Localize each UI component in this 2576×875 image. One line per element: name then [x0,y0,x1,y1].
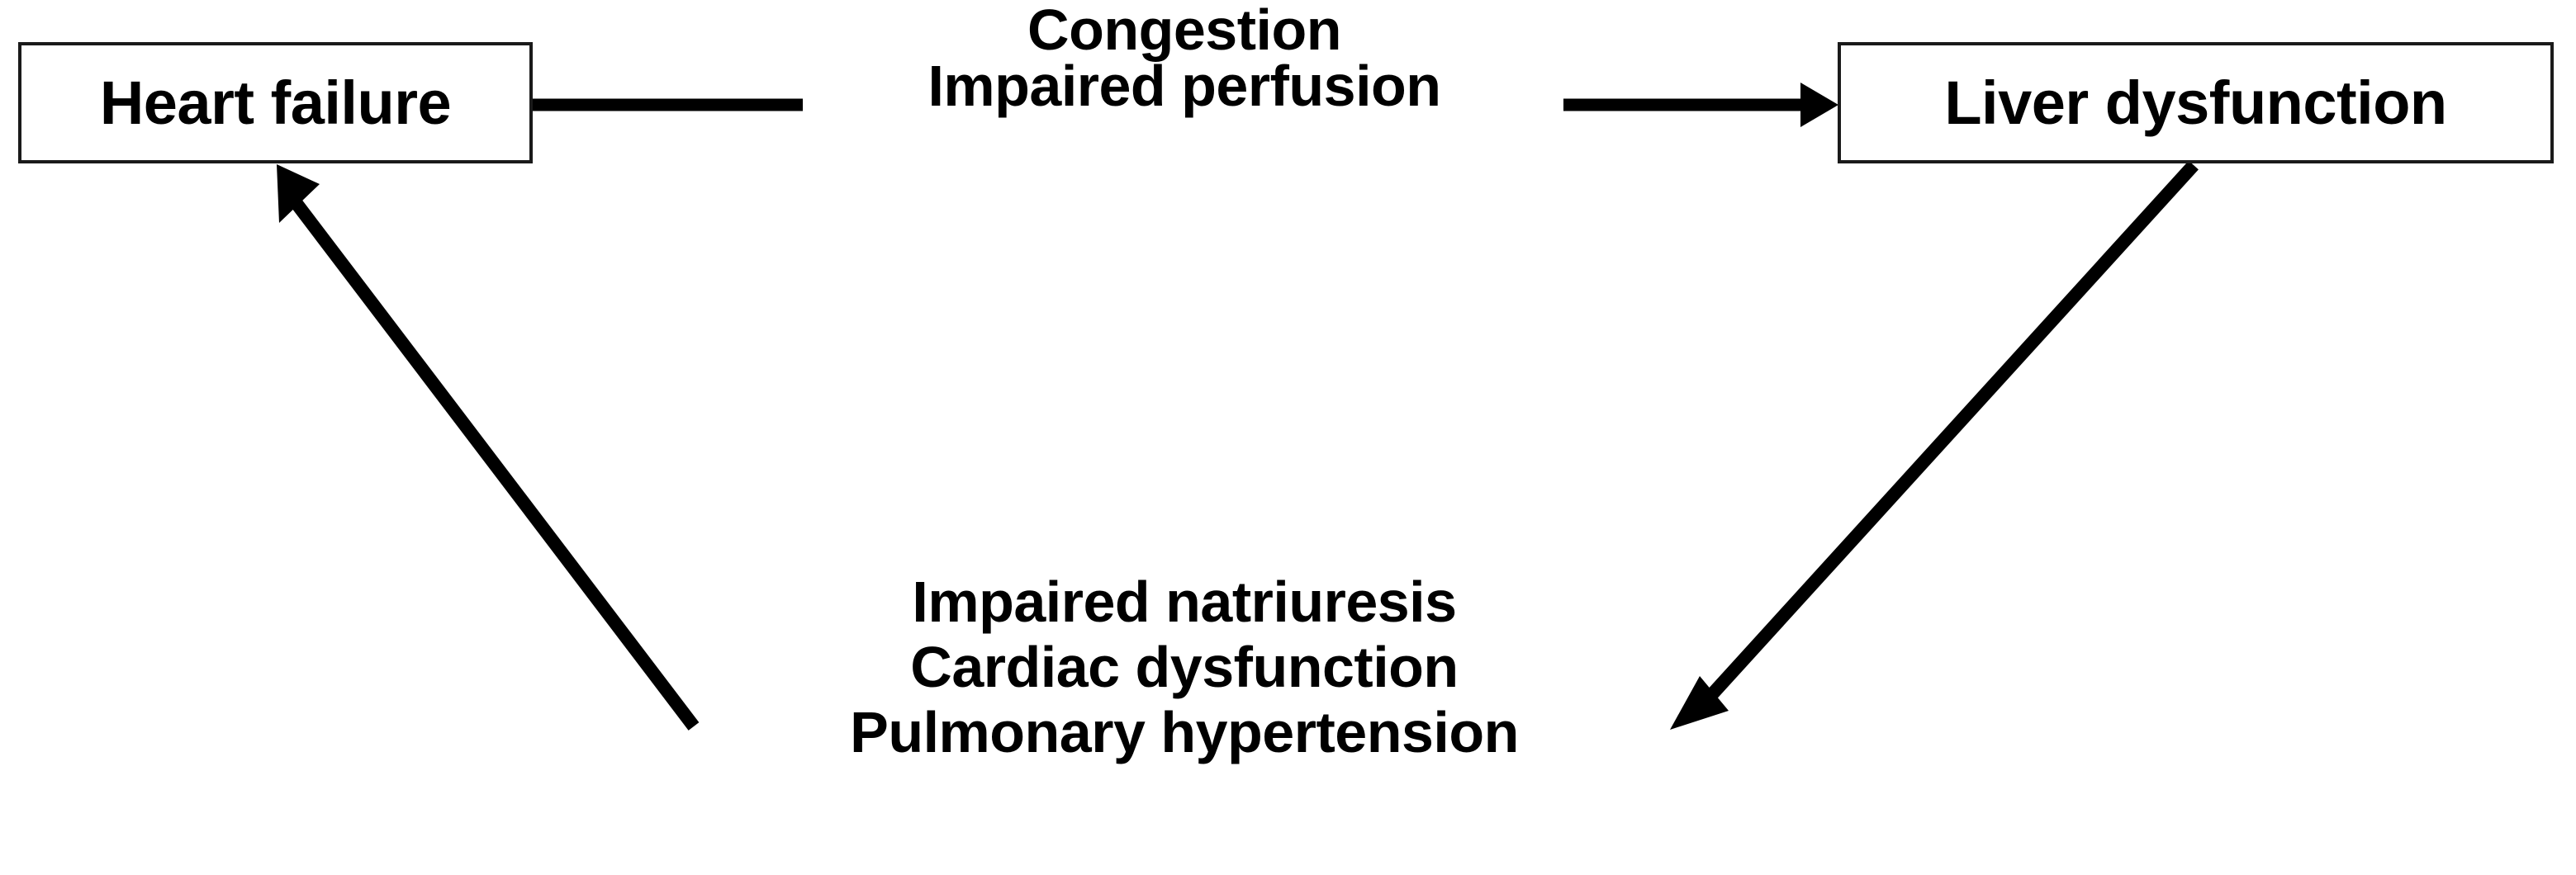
edge-label-consequences-line-1: Impaired natriuresis [912,570,1457,634]
node-heart-failure-label: Heart failure [99,68,452,137]
edge-label-congestion-block: Congestion Impaired perfusion [771,0,1597,118]
connector-consequences-to-heart-shaft [282,187,700,731]
node-liver-dysfunction[interactable]: Liver dysfunction [1838,42,2554,163]
edge-label-congestion-line-1: Congestion [1027,0,1341,62]
edge-label-congestion-line-2: Impaired perfusion [927,54,1441,118]
node-heart-failure[interactable]: Heart failure [18,42,533,163]
edge-label-consequences-line-2: Cardiac dysfunction [910,635,1459,699]
edge-label-consequences-line-3: Pulmonary hypertension [850,700,1519,764]
connector-liver-to-consequences-shaft [1700,160,2199,707]
node-liver-dysfunction-label: Liver dysfunction [1944,68,2447,137]
arrowhead-into-heart-failure [277,164,320,223]
edge-label-consequences-block: Impaired natriuresis Cardiac dysfunction… [689,570,1680,765]
arrowhead-into-liver-dysfunction [1800,83,1838,127]
arrowhead-to-consequences [1670,676,1729,730]
